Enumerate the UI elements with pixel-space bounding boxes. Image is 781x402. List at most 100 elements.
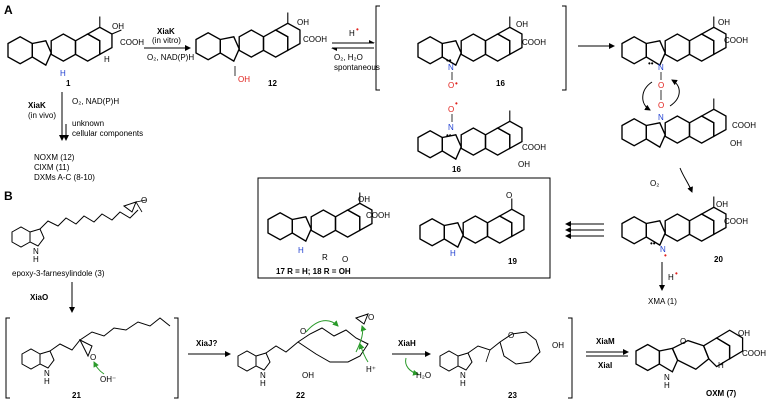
bracket-left-16 [375, 5, 380, 91]
compound-21-structure [21, 317, 171, 370]
atom-o-23: O [508, 331, 514, 340]
atom-n-dimer-top: N [658, 63, 664, 72]
atom-cooh-20: COOH [724, 217, 748, 226]
compound-16b-structure [417, 109, 523, 160]
cond-in-vitro: (in vitro) [152, 36, 181, 45]
atom-h-23: H [460, 379, 466, 388]
cond-unknown: unknown [72, 119, 104, 128]
label-compound-16a: 16 [496, 79, 505, 88]
atom-oh-17: OH [358, 195, 370, 204]
enzyme-xiak-invitro: XiaK [157, 27, 175, 36]
atom-n-3: N [33, 247, 39, 256]
label-compound-12: 12 [268, 79, 277, 88]
atom-r-17: R [322, 253, 328, 262]
atom-o-3: O [141, 196, 147, 205]
product-clxm: ClXM (11) [34, 163, 70, 172]
atom-oh-7: OH [738, 329, 750, 338]
dots-dimer-top: •• [648, 59, 654, 68]
atom-oh-16b: OH [518, 160, 530, 169]
atom-h-22: H [260, 379, 266, 388]
panel-b-label: B [4, 189, 13, 203]
atom-hp-22: H⁺ [366, 365, 376, 374]
label-compound-3: epoxy-3-farnesylindole (3) [12, 269, 105, 278]
cond-hplus-rad: • [356, 25, 359, 34]
atom-cooh-7: COOH [742, 349, 766, 358]
cond-hplus: H [349, 29, 355, 38]
atom-h-3: H [33, 255, 39, 264]
compound-3-structure [11, 199, 147, 248]
atom-h-7: H [664, 381, 670, 390]
atom-o-21: O [90, 353, 96, 362]
atom-n-20: N [660, 245, 666, 254]
atom-oh-12: OH [238, 75, 250, 84]
atom-nh-17: H [298, 246, 304, 255]
enzyme-xial: XiaI [598, 361, 612, 370]
cond-o2-h2o: O₂, H₂O [334, 53, 363, 62]
side-products-box [257, 177, 551, 279]
cond-o2-nadph-1: O₂, NAD(P)H [147, 53, 194, 62]
atom-oh-20: OH [716, 200, 728, 209]
atom-oh-1: OH [112, 22, 124, 31]
cond-spontaneous: spontaneous [334, 63, 380, 72]
atom-o-dimer-top: O [658, 81, 664, 90]
atom-oh-dimer-bot: OH [730, 139, 742, 148]
cond-o2-release: O₂ [650, 179, 659, 188]
atom-n-21: N [44, 369, 50, 378]
atom-o-16: O [448, 81, 454, 90]
label-compound-17-18: 17 R = H; 18 R = OH [276, 267, 351, 276]
atom-cooh-1: COOH [120, 38, 144, 47]
atom-h-1: H [104, 55, 110, 64]
atom-ohm-21: OH⁻ [100, 375, 116, 384]
compound-7-structure [635, 329, 744, 373]
rad-o-16: • [455, 79, 458, 88]
enzyme-xiak-invivo: XiaK [28, 101, 46, 110]
atom-o-7: O [680, 337, 686, 346]
atom-o-dimer-bot: O [658, 101, 664, 110]
cond-in-vivo: (in vivo) [28, 111, 56, 120]
compound-23-structure [439, 331, 541, 372]
compound-22-structure [237, 313, 369, 372]
atom-h-21: H [44, 377, 50, 386]
atom-o-22b: O [368, 313, 374, 322]
atom-o-17: O [342, 255, 348, 264]
atom-o-22: O [300, 327, 306, 336]
atom-cooh-dimer-bot: COOH [732, 121, 756, 130]
atom-o-16b: O [448, 105, 454, 114]
atom-oh-16: OH [516, 20, 528, 29]
atom-o-19: O [506, 191, 512, 200]
atom-oh-22: OH [302, 371, 314, 380]
cond-h-xma: H [668, 273, 674, 282]
label-compound-7: OXM (7) [706, 389, 737, 398]
cond-o2-nadph-2: O₂, NAD(P)H [72, 97, 119, 106]
dots-20: •• [650, 239, 656, 248]
atom-n-23: N [460, 371, 466, 380]
atom-cooh-16: COOH [522, 38, 546, 47]
label-compound-20: 20 [714, 255, 723, 264]
enzyme-xiao: XiaO [30, 293, 48, 302]
label-compound-19: 19 [508, 257, 517, 266]
cond-h-xma-rad: • [675, 269, 678, 278]
atom-oh-dimer-top: OH [718, 18, 730, 27]
enzyme-xiaj: XiaJ? [196, 339, 217, 348]
label-compound-21: 21 [72, 391, 81, 400]
atom-nh-1: H [60, 69, 66, 78]
atom-h-7b: H [718, 361, 724, 370]
label-compound-22: 22 [296, 391, 305, 400]
dots-16: •• [446, 56, 452, 65]
atom-cooh-17: COOH [366, 211, 390, 220]
compound-19-structure [419, 197, 525, 248]
product-xma: XMA (1) [648, 297, 677, 306]
cond-h2o: H₂O [416, 371, 431, 380]
label-compound-1: 1 [66, 79, 71, 88]
atom-cooh-12: COOH [303, 35, 327, 44]
enzyme-xiam: XiaM [596, 337, 615, 346]
compound-16-structure [417, 15, 523, 66]
enzyme-xiah: XiaH [398, 339, 416, 348]
dimer-top-structure [621, 15, 727, 66]
product-noxm: NOXM (12) [34, 153, 75, 162]
rad-o-16b: • [455, 99, 458, 108]
bracket-right-16 [562, 5, 567, 91]
label-compound-23: 23 [508, 391, 517, 400]
dots-16b: •• [446, 131, 452, 140]
rad-n-20: • [664, 251, 667, 260]
